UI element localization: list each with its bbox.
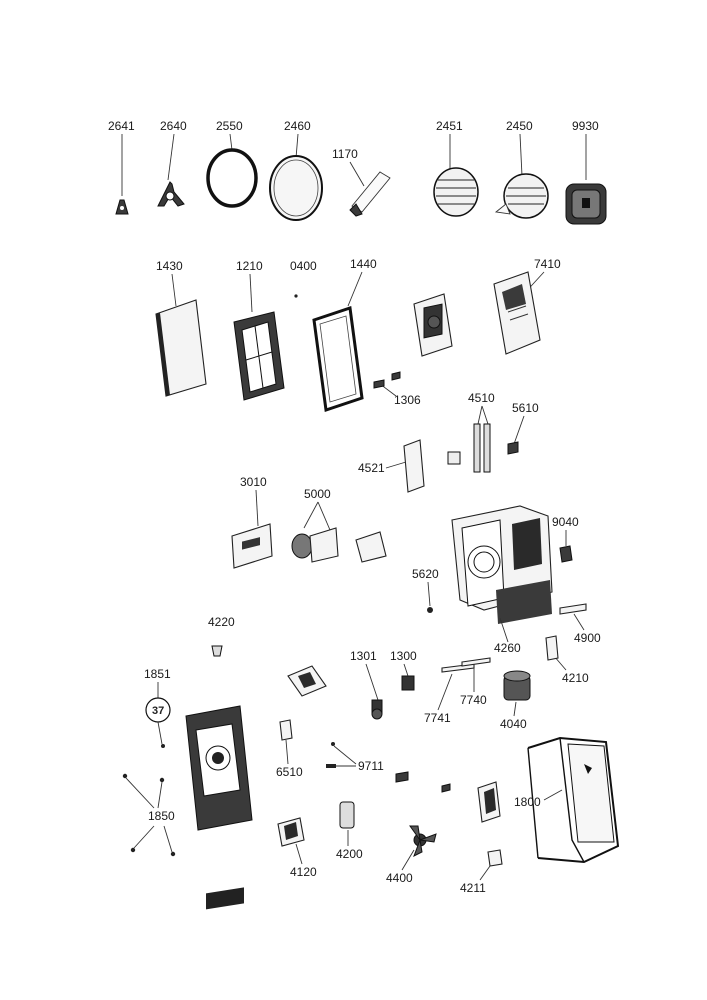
label-2450: 2450	[506, 119, 533, 133]
callout-badge-text: 37	[152, 705, 164, 717]
label-4120: 4120	[290, 865, 317, 879]
part-control-panel	[185, 705, 253, 910]
label-1301: 1301	[350, 649, 377, 663]
part-mounting-plate	[355, 531, 387, 563]
part-4211	[487, 849, 503, 867]
part-bracket	[287, 665, 327, 697]
part-5620	[427, 607, 433, 613]
part-2640	[157, 181, 185, 207]
part-4510	[473, 423, 491, 473]
part-5000-motor	[291, 527, 339, 563]
label-9930: 9930	[572, 119, 599, 133]
part-door-latch-assembly	[413, 293, 453, 357]
label-1430: 1430	[156, 259, 183, 273]
label-1300: 1300	[390, 649, 417, 663]
label-1850: 1850	[148, 809, 175, 823]
label-4900: 4900	[574, 631, 601, 645]
part-4521-clip	[447, 451, 461, 465]
label-7410: 7410	[534, 257, 561, 271]
part-4900	[559, 603, 587, 615]
label-4040: 4040	[500, 717, 527, 731]
part-2450-grille	[494, 173, 549, 219]
label-1851: 1851	[144, 667, 171, 681]
part-4521	[403, 439, 425, 493]
part-1210-door-frame	[233, 311, 285, 401]
part-1306	[373, 371, 401, 389]
label-4510: 4510	[468, 391, 495, 405]
part-1300	[401, 675, 415, 691]
label-4400: 4400	[386, 871, 413, 885]
label-5610: 5610	[512, 401, 539, 415]
part-6510	[279, 719, 293, 741]
part-1800-outer-casing	[527, 736, 620, 864]
label-6510: 6510	[276, 765, 303, 779]
part-2451-grille	[433, 167, 479, 217]
label-3010: 3010	[240, 475, 267, 489]
label-4211: 4211	[460, 881, 486, 895]
part-1430-door-panel	[155, 299, 207, 397]
part-1850-screws	[122, 773, 176, 857]
label-2451: 2451	[436, 119, 463, 133]
label-1306: 1306	[394, 393, 421, 407]
label-0400: 0400	[290, 259, 317, 273]
label-9711: 9711	[358, 759, 384, 773]
part-4210	[545, 635, 559, 661]
label-1440: 1440	[350, 257, 377, 271]
part-9711	[326, 764, 336, 768]
label-4210: 4210	[562, 671, 589, 685]
part-4200-capacitor	[339, 801, 355, 829]
part-2460-plate	[269, 155, 323, 221]
label-2641: 2641	[108, 119, 135, 133]
part-1170	[349, 171, 391, 217]
label-2550: 2550	[216, 119, 243, 133]
label-4220: 4220	[208, 615, 235, 629]
part-connector	[395, 771, 409, 783]
label-2460: 2460	[284, 119, 311, 133]
label-4521: 4521	[358, 461, 385, 475]
label-1170: 1170	[332, 147, 358, 161]
part-7410	[493, 271, 541, 355]
label-4200: 4200	[336, 847, 363, 861]
label-4260: 4260	[494, 641, 521, 655]
callout-badge: 37	[145, 697, 171, 723]
part-9930	[565, 183, 607, 225]
part-4120-transformer	[277, 817, 305, 847]
part-fan-bracket	[477, 781, 501, 823]
part-1440-door-seal	[312, 306, 364, 412]
part-fastener	[441, 783, 451, 793]
part-oven-cavity	[451, 505, 553, 624]
label-5000: 5000	[304, 487, 331, 501]
part-7740-7741-switches	[441, 657, 491, 673]
label-7741: 7741	[424, 711, 451, 725]
label-1800: 1800	[514, 795, 541, 809]
part-4400-fan	[409, 825, 437, 858]
part-4220	[211, 645, 223, 657]
label-7740: 7740	[460, 693, 487, 707]
part-2550-ring	[206, 148, 258, 208]
part-4040-magnetron	[503, 670, 531, 701]
label-9040: 9040	[552, 515, 579, 529]
label-5620: 5620	[412, 567, 439, 581]
part-3010	[231, 523, 273, 569]
part-1301	[371, 699, 383, 720]
label-1210: 1210	[236, 259, 263, 273]
part-2641	[115, 199, 129, 215]
part-9040	[559, 545, 573, 563]
part-5610	[507, 441, 519, 455]
label-2640: 2640	[160, 119, 187, 133]
